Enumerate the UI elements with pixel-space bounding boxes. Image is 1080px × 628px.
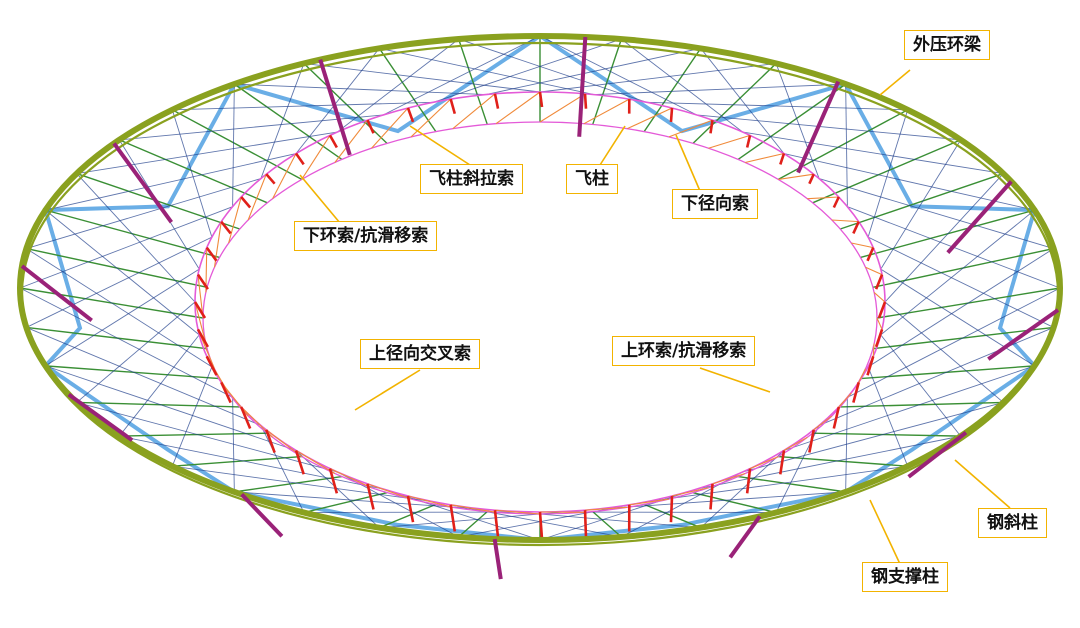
label-lower-radial-cable: 下径向索 bbox=[672, 189, 758, 219]
steel-inclined-column bbox=[948, 182, 1011, 253]
label-lower-ring-cable: 下环索/抗滑移索 bbox=[294, 221, 437, 251]
flying-strut bbox=[585, 94, 586, 109]
label-steel-support-column: 钢支撑柱 bbox=[862, 562, 948, 592]
label-upper-ring-cable: 上环索/抗滑移索 bbox=[612, 336, 755, 366]
lower-radial-cable bbox=[172, 457, 301, 467]
flying-strut bbox=[780, 450, 784, 474]
flying-strut bbox=[451, 99, 455, 114]
lower-radial-cable bbox=[738, 84, 846, 159]
label-leader-line bbox=[676, 135, 700, 191]
upper-cross-cable bbox=[868, 367, 908, 466]
strut-diagonal-cable bbox=[877, 318, 882, 329]
flying-strut bbox=[834, 197, 839, 208]
upper-cross-cable bbox=[172, 367, 212, 466]
upper-cross-cable bbox=[868, 249, 1053, 367]
upper-cross-cable bbox=[881, 335, 961, 436]
flying-strut bbox=[221, 222, 230, 234]
label-strut-diagonal-cable: 飞柱斜拉索 bbox=[420, 164, 523, 194]
flying-strut bbox=[495, 94, 498, 109]
flying-strut bbox=[495, 510, 498, 537]
flying-strut bbox=[671, 496, 672, 522]
flying-strut bbox=[671, 108, 672, 122]
label-leader-line bbox=[410, 126, 470, 165]
strut-diagonal-cable bbox=[584, 99, 629, 124]
strut-diagonal-cable bbox=[839, 393, 852, 407]
lower-radial-cable bbox=[234, 84, 342, 159]
steel-inclined-column bbox=[114, 143, 171, 222]
strut-diagonal-cable bbox=[540, 94, 585, 122]
strut-diagonal-cable bbox=[859, 369, 866, 383]
label-leader-line bbox=[955, 460, 1010, 508]
label-upper-radial-cross-cable: 上径向交叉索 bbox=[360, 339, 480, 369]
label-leader-line bbox=[870, 500, 900, 564]
flying-strut bbox=[809, 174, 813, 184]
label-leader-line bbox=[355, 370, 420, 410]
flying-strut bbox=[876, 275, 882, 290]
strut-diagonal-cable bbox=[745, 154, 784, 163]
strut-diagonal-cable bbox=[453, 94, 495, 129]
lower-radial-cable bbox=[234, 477, 342, 492]
label-leader-line bbox=[700, 368, 770, 392]
flying-strut bbox=[266, 174, 274, 184]
flying-strut bbox=[408, 108, 413, 122]
lower-radial-cable bbox=[778, 457, 907, 467]
lower-radial-cable bbox=[693, 493, 776, 513]
steel-inclined-column bbox=[320, 60, 350, 155]
upper-cross-cable bbox=[26, 249, 211, 367]
upper-cross-cable bbox=[486, 48, 701, 94]
flying-strut bbox=[876, 329, 882, 346]
lower-radial-cables bbox=[20, 36, 1060, 540]
label-leader-lines bbox=[300, 70, 1010, 564]
flying-strut bbox=[451, 505, 455, 532]
strut-diagonal-cable bbox=[330, 469, 372, 488]
flying-strut bbox=[241, 197, 250, 208]
upper-cross-cable bbox=[379, 48, 594, 94]
strut-diagonal-cable bbox=[832, 220, 859, 222]
label-outer-ring: 外压环梁 bbox=[904, 30, 990, 60]
flying-strut bbox=[780, 154, 784, 165]
steel-inclined-column bbox=[909, 433, 966, 477]
lower-radial-cable bbox=[738, 477, 846, 492]
flying-strut bbox=[207, 356, 217, 375]
strut-diagonal-cable bbox=[709, 135, 751, 148]
flying-strut bbox=[330, 135, 337, 147]
upper-cross-cable bbox=[45, 210, 199, 335]
strut-diagonal-cable bbox=[750, 457, 778, 469]
upper-cross-cable bbox=[881, 210, 1035, 335]
flying-strut bbox=[296, 154, 304, 165]
label-flying-strut: 飞柱 bbox=[566, 164, 618, 194]
lower-radial-cable bbox=[304, 493, 387, 513]
label-leader-line bbox=[880, 70, 910, 95]
flying-strut bbox=[747, 135, 750, 147]
label-leader-line bbox=[300, 175, 340, 223]
strut-diagonal-cable bbox=[814, 416, 832, 430]
label-steel-inclined-column: 钢斜柱 bbox=[978, 508, 1047, 538]
upper-cross-cable bbox=[119, 335, 199, 436]
flying-strut bbox=[585, 510, 586, 537]
strut-diagonal-cable bbox=[496, 92, 540, 124]
label-leader-line bbox=[600, 126, 625, 165]
flying-strut bbox=[711, 484, 713, 510]
lower-radial-cable bbox=[379, 48, 436, 131]
